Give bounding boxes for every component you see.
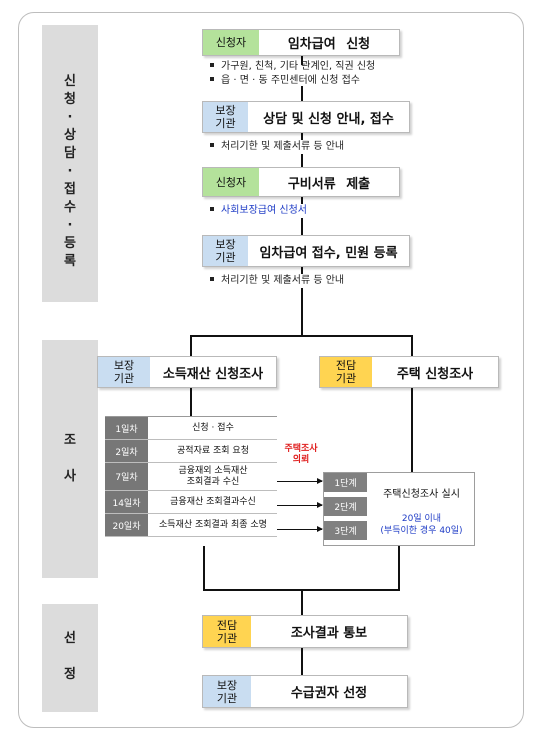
stage-label: 3단계 xyxy=(324,521,367,540)
applicant-tag: 신청자 xyxy=(203,168,259,196)
timeline-row: 20일차 소득재산 조회결과 최종 소명 xyxy=(105,514,277,537)
step-documents-title: 구비서류 제출 xyxy=(287,176,371,192)
day-task: 소득재산 조회결과 최종 소명 xyxy=(149,514,277,536)
phase-application: 신 청 · 상 담 · 접 수 · 등 록 xyxy=(42,25,98,302)
day-label: 20일차 xyxy=(105,514,149,536)
connector-line xyxy=(411,388,413,472)
day-label: 1일차 xyxy=(105,417,149,439)
day-label: 2일차 xyxy=(105,440,149,462)
note-application-form: 사회보장급여 신청서 xyxy=(210,204,307,218)
step-apply: 신청자 임차급여 신청 xyxy=(202,29,400,56)
step-register-title: 임차급여 접수, 민원 등록 xyxy=(259,245,398,261)
step-housing-survey: 전담 기관 주택 신청조사 xyxy=(319,356,499,388)
step-income-survey-title: 소득재산 신청조사 xyxy=(162,366,264,382)
timeline-row: 14일차 금융재산 조회결과수신 xyxy=(105,491,277,514)
step-consult: 보장 기관 상담 및 신청 안내, 접수 xyxy=(202,101,410,133)
connector-line xyxy=(301,86,303,102)
income-survey-timeline: 1일차 신청 · 접수 2일차 공적자료 조회 요청 7일차 금융재외 소득재산… xyxy=(105,416,277,537)
day-label: 7일차 xyxy=(105,463,149,490)
connector-line xyxy=(301,648,303,676)
timeline-row: 2일차 공적자료 조회 요청 xyxy=(105,440,277,463)
dedicated-agency-tag: 전담 기관 xyxy=(320,357,372,387)
connector-line xyxy=(190,335,192,357)
phase-selection-label: 선 정 xyxy=(64,631,76,682)
phase-investigation: 조 사 xyxy=(42,340,98,578)
agency-tag: 보장 기관 xyxy=(203,236,248,266)
connector-line xyxy=(301,589,303,615)
day-label: 14일차 xyxy=(105,491,149,513)
agency-tag: 보장 기관 xyxy=(203,102,248,132)
connector-line xyxy=(301,55,303,65)
note-submit-office: 읍 · 면 · 동 주민센터에 신청 접수 xyxy=(210,74,360,88)
housing-survey-title: 주택신청조사 실시 xyxy=(383,489,460,500)
step-consult-title: 상담 및 신청 안내, 접수 xyxy=(263,111,394,127)
step-selection-title: 수급권자 선정 xyxy=(290,686,368,701)
connector-line xyxy=(203,546,205,590)
timeline-row: 1일차 신청 · 접수 xyxy=(105,417,277,440)
step-result-notice: 전담 기관 조사결과 통보 xyxy=(202,615,408,648)
timeline-row: 7일차 금융재외 소득재산 조회결과 수신 xyxy=(105,463,277,491)
connector-line xyxy=(190,335,412,337)
step-income-survey: 보장 기관 소득재산 신청조사 xyxy=(97,356,277,388)
day-task: 금융재외 소득재산 조회결과 수신 xyxy=(149,463,277,490)
arrow-to-stage-2 xyxy=(277,502,323,508)
step-result-notice-title: 조사결과 통보 xyxy=(290,626,368,641)
connector-line xyxy=(301,196,303,204)
housing-survey-stages: 1단계 2단계 3단계 주택신청조사 실시 20일 이내 (부득이한 경우 40… xyxy=(323,472,475,546)
agency-tag: 보장 기관 xyxy=(203,676,251,707)
dedicated-agency-tag: 전담 기관 xyxy=(203,616,251,647)
day-task: 공적자료 조회 요청 xyxy=(149,440,277,462)
connector-line xyxy=(411,335,413,357)
stage-label: 1단계 xyxy=(324,473,367,492)
agency-tag: 보장 기관 xyxy=(98,357,150,387)
note-deadline-1: 처리기한 및 제출서류 등 안내 xyxy=(210,140,344,154)
connector-line xyxy=(398,546,400,590)
day-task: 신청 · 접수 xyxy=(149,417,277,439)
arrow-to-stage-1 xyxy=(277,478,323,484)
day-task: 금융재산 조회결과수신 xyxy=(149,491,277,513)
housing-survey-period: 20일 이내 (부득이한 경우 40일) xyxy=(380,514,463,536)
note-applicants: 가구원, 친척, 기타 관계인, 직권 신청 xyxy=(210,60,375,74)
phase-investigation-label: 조 사 xyxy=(64,433,76,484)
phase-selection: 선 정 xyxy=(42,604,98,712)
connector-line xyxy=(301,218,303,236)
connector-line xyxy=(301,132,303,140)
step-register: 보장 기관 임차급여 접수, 민원 등록 xyxy=(202,235,410,267)
connector-line xyxy=(301,288,303,336)
arrow-to-stage-3 xyxy=(277,526,323,532)
note-deadline-2: 처리기한 및 제출서류 등 안내 xyxy=(210,274,344,288)
step-apply-title: 임차급여 신청 xyxy=(287,37,371,52)
connector-line xyxy=(301,266,303,274)
step-housing-survey-title: 주택 신청조사 xyxy=(396,366,474,382)
housing-request-note: 주택조사 의뢰 xyxy=(284,444,318,465)
step-selection: 보장 기관 수급권자 선정 xyxy=(202,675,408,708)
phase-application-label: 신 청 · 상 담 · 접 수 · 등 록 xyxy=(64,74,76,269)
connector-line xyxy=(301,154,303,168)
connector-line xyxy=(190,388,192,416)
applicant-tag: 신청자 xyxy=(203,30,259,55)
stage-label: 2단계 xyxy=(324,497,367,516)
step-documents: 신청자 구비서류 제출 xyxy=(202,167,400,197)
